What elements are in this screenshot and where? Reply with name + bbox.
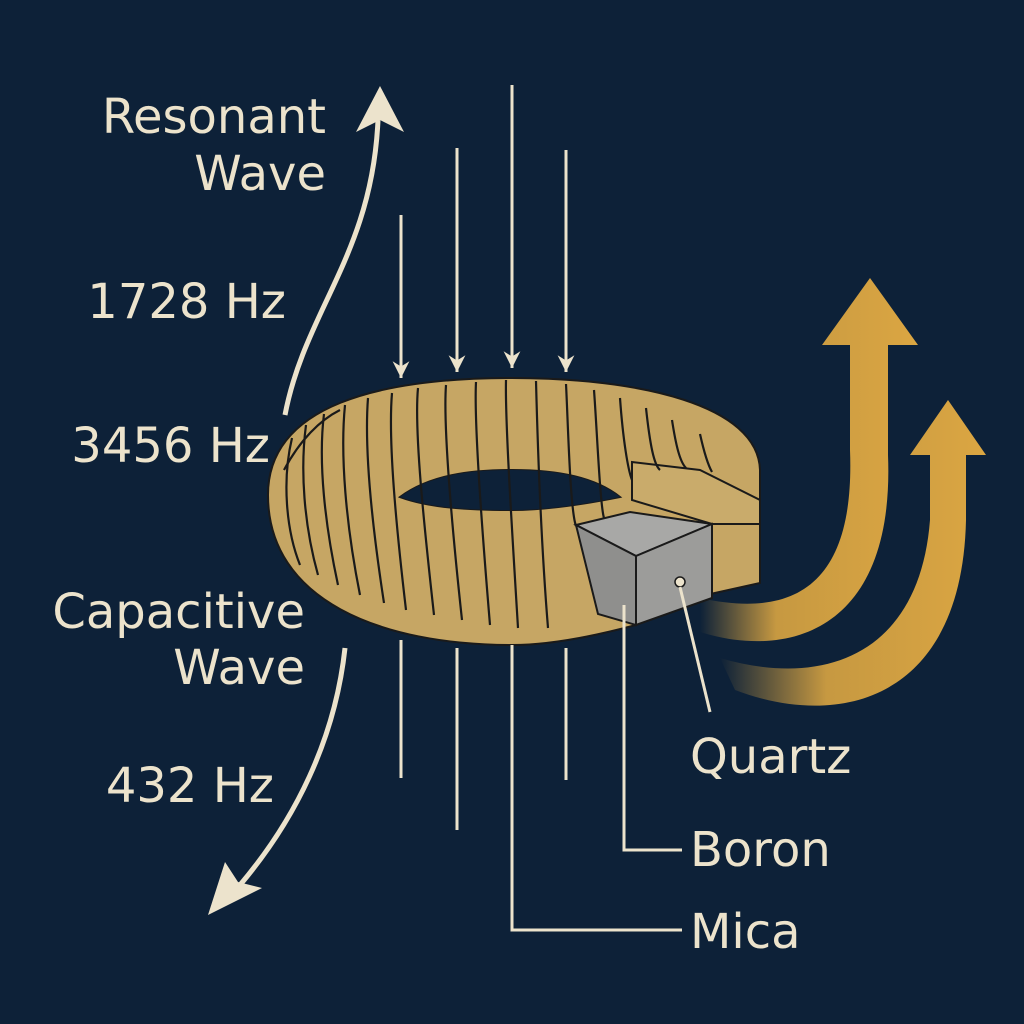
resonant-wave-label-line2: Wave	[194, 146, 326, 202]
leader-lines	[510, 586, 712, 932]
flow-arrow-back	[720, 400, 986, 706]
down-arrow-head	[208, 862, 262, 915]
flow-arrow-front	[700, 278, 918, 642]
mica-leader	[510, 645, 682, 932]
quartz-point	[674, 576, 686, 588]
insert-front-face	[635, 522, 713, 627]
boron-label: Boron	[690, 822, 831, 878]
curved-up-arrow-icon	[282, 119, 381, 416]
freq-1728-label: 1728 Hz	[87, 274, 286, 330]
mica-label: Mica	[690, 904, 801, 960]
boron-leader	[622, 605, 682, 852]
capacitive-wave-label-line2: Wave	[173, 640, 305, 696]
freq-432-label: 432 Hz	[106, 758, 274, 814]
field-lines-bottom	[399, 640, 568, 830]
quartz-leader	[678, 586, 712, 713]
up-arrow-head	[356, 86, 404, 132]
cut-face-top	[631, 460, 761, 525]
quartz-label: Quartz	[690, 729, 851, 785]
field-lines-top	[392, 85, 575, 378]
toroid-coil	[266, 376, 761, 647]
curved-down-arrow-icon	[238, 647, 348, 887]
capacitive-wave-label-line1: Capacitive	[52, 584, 305, 640]
orange-curved-up-arrow-icon	[700, 278, 986, 706]
freq-3456-label: 3456 Hz	[71, 418, 270, 474]
resonant-wave-label-line1: Resonant	[102, 89, 326, 145]
coil-windings	[283, 379, 713, 629]
